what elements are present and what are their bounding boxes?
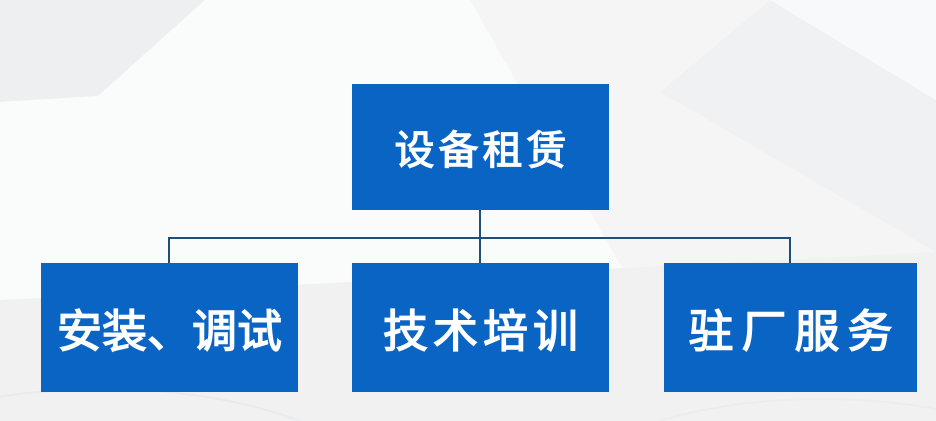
child-node-installation-debugging: 安装、调试	[41, 263, 298, 392]
child-node-onsite-service: 驻厂服务	[664, 263, 917, 392]
background-wave	[560, 398, 936, 421]
connector-drop-right	[789, 237, 791, 263]
connector-drop-left	[168, 237, 170, 263]
connector-horizontal	[168, 237, 791, 239]
connector-stem	[479, 210, 481, 263]
root-node-equipment-rental: 设备租赁	[352, 84, 609, 210]
child-node-technical-training: 技术培训	[352, 263, 609, 392]
background-wave	[0, 388, 384, 421]
